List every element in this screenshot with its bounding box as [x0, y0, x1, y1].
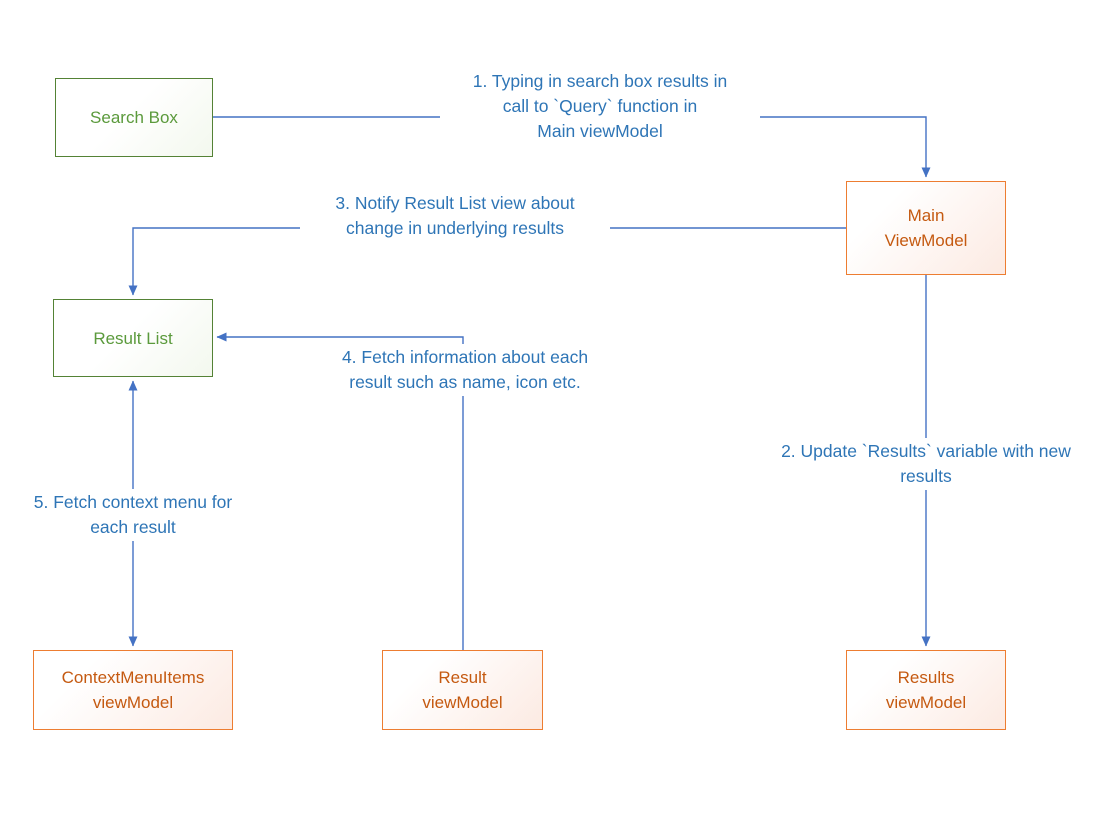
annotation-line: 2. Update `Results` variable with new	[781, 441, 1071, 461]
annotation-line: 1. Typing in search box results in	[472, 71, 728, 91]
annotation-line: results	[900, 466, 952, 486]
annotation-line: call to `Query` function in	[502, 96, 698, 116]
node-label-line: ContextMenuItems	[61, 668, 205, 687]
annotation-step4: 4. Fetch information about each result s…	[310, 344, 620, 396]
annotation-line: 4. Fetch information about each	[341, 347, 589, 367]
node-result-viewmodel: Result viewModel	[382, 650, 543, 730]
arrow-step4-resultviewmodel-to-resultlist	[216, 332, 464, 650]
annotation-line: result such as name, icon etc.	[349, 372, 581, 392]
node-label-line: Main	[907, 206, 945, 225]
annotation-line: 3. Notify Result List view about	[335, 193, 575, 213]
annotation-step5: 5. Fetch context menu for each result	[23, 489, 243, 541]
annotation-line: 5. Fetch context menu for	[33, 492, 233, 512]
node-label-line: viewModel	[422, 693, 503, 712]
node-label-line: ViewModel	[884, 231, 968, 250]
node-label-line: viewModel	[92, 693, 174, 712]
node-contextmenuitems-viewmodel: ContextMenuItems viewModel	[33, 650, 233, 730]
node-result-list: Result List	[53, 299, 213, 377]
node-search-box: Search Box	[55, 78, 213, 157]
node-label-line: viewModel	[885, 693, 967, 712]
node-label-line: Result List	[93, 328, 173, 348]
node-label-line: Search Box	[90, 108, 178, 127]
node-main-viewmodel: Main ViewModel	[846, 181, 1006, 275]
node-label-line: Results	[897, 668, 955, 687]
node-results-viewmodel: Results viewModel	[846, 650, 1006, 730]
annotation-step2: 2. Update `Results` variable with new re…	[756, 438, 1096, 490]
annotation-line: change in underlying results	[346, 218, 564, 238]
node-label-line: Result	[438, 668, 487, 687]
annotation-step1: 1. Typing in search box results in call …	[440, 68, 760, 145]
annotation-line: each result	[90, 517, 176, 537]
annotation-line: Main viewModel	[537, 121, 663, 141]
annotation-step3: 3. Notify Result List view about change …	[300, 190, 610, 242]
